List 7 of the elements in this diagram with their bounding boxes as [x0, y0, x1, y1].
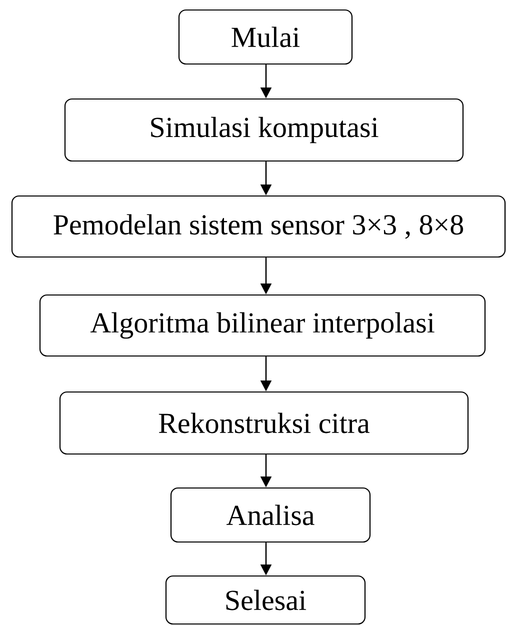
process-box: Mulai	[178, 9, 353, 65]
process-box: Analisa	[170, 487, 371, 543]
process-box: Rekonstruksi citra	[59, 391, 469, 455]
process-box: Simulasi komputasi	[64, 98, 464, 162]
process-box: Pemodelan sistem sensor 3×3 , 8×8	[11, 195, 506, 258]
process-box: Algoritma bilinear interpolasi	[39, 294, 486, 357]
process-box: Selesai	[165, 575, 366, 625]
